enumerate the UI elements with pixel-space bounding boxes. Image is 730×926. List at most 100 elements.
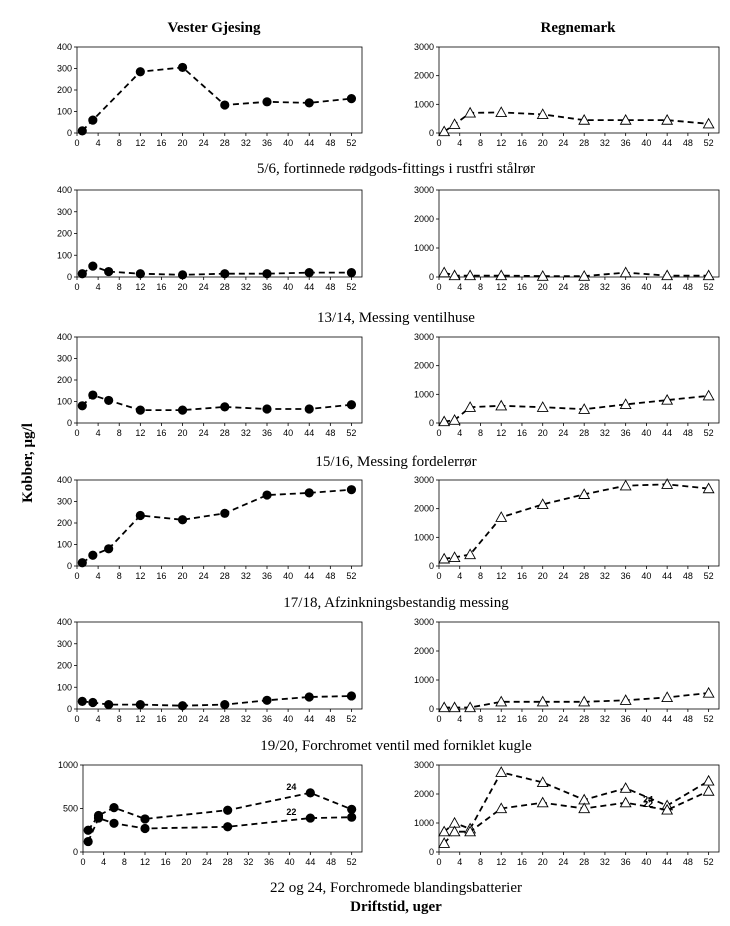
panel-2-right-xtick-label: 32 — [600, 282, 610, 292]
panel-5-right-xtick-label: 44 — [662, 714, 672, 724]
panel-5-right-xtick-label: 28 — [579, 714, 589, 724]
panel-5-right-ytick-label: 3000 — [414, 617, 434, 627]
panel-5-left-data-point — [262, 695, 272, 705]
panel-5-left-xtick-label: 52 — [346, 714, 356, 724]
panel-2-left-xtick-label: 40 — [283, 282, 293, 292]
panel-5-right-ytick-label: 1000 — [414, 675, 434, 685]
panel-5-left-frame — [76, 621, 363, 710]
panel-5-left-xtick-label: 4 — [96, 714, 101, 724]
panel-3-right-data-point — [464, 401, 477, 412]
panel-2-left-data-point — [177, 270, 188, 280]
panel-6-right-ytick-label: 1000 — [414, 818, 434, 828]
panel-5-right-xtick-label: 16 — [517, 714, 527, 724]
panel-6-left-data-point — [140, 814, 150, 824]
panel-6-right-xtick-label: 12 — [496, 857, 506, 867]
panel-6-left-series-label-24: 24 — [286, 782, 296, 792]
panel-1-left-xtick-label: 32 — [241, 138, 251, 148]
panel-6-right-series-line-22 — [443, 790, 709, 844]
panel-1-right-data-point — [536, 108, 549, 119]
panel-3-left-ytick-label: 0 — [67, 418, 72, 428]
panel-6-right-xtick-label: 20 — [538, 857, 548, 867]
panel-6-right-ytick-label: 3000 — [414, 760, 434, 770]
panel-3-right-xtick-label: 4 — [457, 428, 462, 438]
panel-1-left-xtick-label: 20 — [178, 138, 188, 148]
panel-2-right-data-point — [619, 266, 632, 278]
panel-2-left-data-point — [346, 268, 357, 278]
panel-5-right-xtick-label: 32 — [600, 714, 610, 724]
panel-2-right-ytick-label: 1000 — [414, 243, 434, 253]
panel-3-left-xtick-label: 48 — [325, 428, 335, 438]
panel-5-right-xtick-label: 52 — [704, 714, 714, 724]
panel-5-right-xtick-label: 12 — [496, 714, 506, 724]
panel-6-right-xtick-label: 36 — [621, 857, 631, 867]
panel-1-left-data-point — [304, 98, 314, 108]
panel-3-right-data-point — [438, 415, 451, 427]
panel-5-right-frame — [438, 621, 720, 710]
panel-6-right-frame — [438, 764, 720, 853]
panel-4-right-data-point — [661, 478, 674, 489]
panel-1-left-data-point — [346, 94, 357, 104]
panel-6-left-data-point — [140, 823, 150, 834]
panel-2-left-data-point — [88, 261, 98, 271]
panel-1-right-xtick-label: 4 — [457, 138, 462, 148]
panel-2-right-data-point — [702, 269, 715, 281]
panel-3-left-xtick-label: 20 — [178, 428, 188, 438]
panel-4-right-ytick-label: 2000 — [414, 504, 434, 514]
panel-2-right-data-point — [448, 269, 461, 281]
panel-5-left-data-point — [88, 697, 98, 708]
panel-3-right-xtick-label: 24 — [558, 428, 568, 438]
panel-3-right-data-point — [536, 401, 549, 412]
panel-1-left-xtick-label: 24 — [199, 138, 209, 148]
panel-3-left-data-point — [135, 405, 145, 415]
panel-3-left-ytick-label: 100 — [57, 397, 72, 407]
panel-1-left-xtick-label: 28 — [220, 138, 230, 148]
panel-6-left-data-point — [305, 813, 315, 823]
panel-5-left-xtick-label: 12 — [135, 714, 145, 724]
panel-3-left-xtick-label: 0 — [74, 428, 79, 438]
panel-1-left-xtick-label: 40 — [283, 138, 293, 148]
panel-2-left-xtick-label: 8 — [117, 282, 122, 292]
panel-6-left-xtick-label: 52 — [347, 857, 357, 867]
panel-2-right-xtick-label: 0 — [436, 282, 441, 292]
panel-4-right-data-point — [619, 479, 632, 491]
panel-6-left-data-point — [305, 788, 315, 798]
panel-5-left-xtick-label: 16 — [156, 714, 166, 724]
panel-4-right-xtick-label: 12 — [496, 571, 506, 581]
panel-5-right-xtick-label: 20 — [538, 714, 548, 724]
panel-4-left-ytick-label: 300 — [57, 497, 72, 507]
panel-3-right-xtick-label: 16 — [517, 428, 527, 438]
panel-3-left-xtick-label: 4 — [96, 428, 101, 438]
panel-2-left-data-point — [304, 268, 314, 278]
panel-1-left-data-point — [135, 67, 145, 77]
panel-3-left-ytick-label: 200 — [57, 375, 72, 385]
panel-4-right-xtick-label: 32 — [600, 571, 610, 581]
panel-6-left-data-point — [83, 836, 93, 847]
panel-3-right-data-point — [661, 393, 674, 405]
panel-4-right-xtick-label: 48 — [683, 571, 693, 581]
panel-5-left-xtick-label: 40 — [283, 714, 293, 724]
panel-5-right-xtick-label: 4 — [457, 714, 462, 724]
panel-6-right-data-point — [619, 796, 632, 808]
panel-6-left-xtick-label: 36 — [264, 857, 274, 867]
panel-3-left-xtick-label: 52 — [346, 428, 356, 438]
panel-1-left-data-point — [262, 97, 272, 107]
panel-1-right-xtick-label: 40 — [641, 138, 651, 148]
panel-2-left-ytick-label: 100 — [57, 250, 72, 260]
panel-1-right-xtick-label: 36 — [621, 138, 631, 148]
y-axis-title: Kobber, µg/l — [20, 423, 36, 503]
panel-2-right-xtick-label: 36 — [621, 282, 631, 292]
panel-6-left-xtick-label: 0 — [80, 857, 85, 867]
panel-6-left-data-point — [83, 825, 93, 835]
panel-5-right-ytick-label: 0 — [429, 704, 434, 714]
panel-2-left-ytick-label: 300 — [57, 207, 72, 217]
panel-5-right-data-point — [464, 701, 477, 713]
panel-2-left-xtick-label: 4 — [96, 282, 101, 292]
panel-1-left-xtick-label: 8 — [117, 138, 122, 148]
caption-4: 17/18, Afzinkningsbestandig messing — [283, 595, 509, 611]
panel-2-right-xtick-label: 24 — [558, 282, 568, 292]
panel-3-right-xtick-label: 48 — [683, 428, 693, 438]
panel-6-right-xtick-label: 4 — [457, 857, 462, 867]
